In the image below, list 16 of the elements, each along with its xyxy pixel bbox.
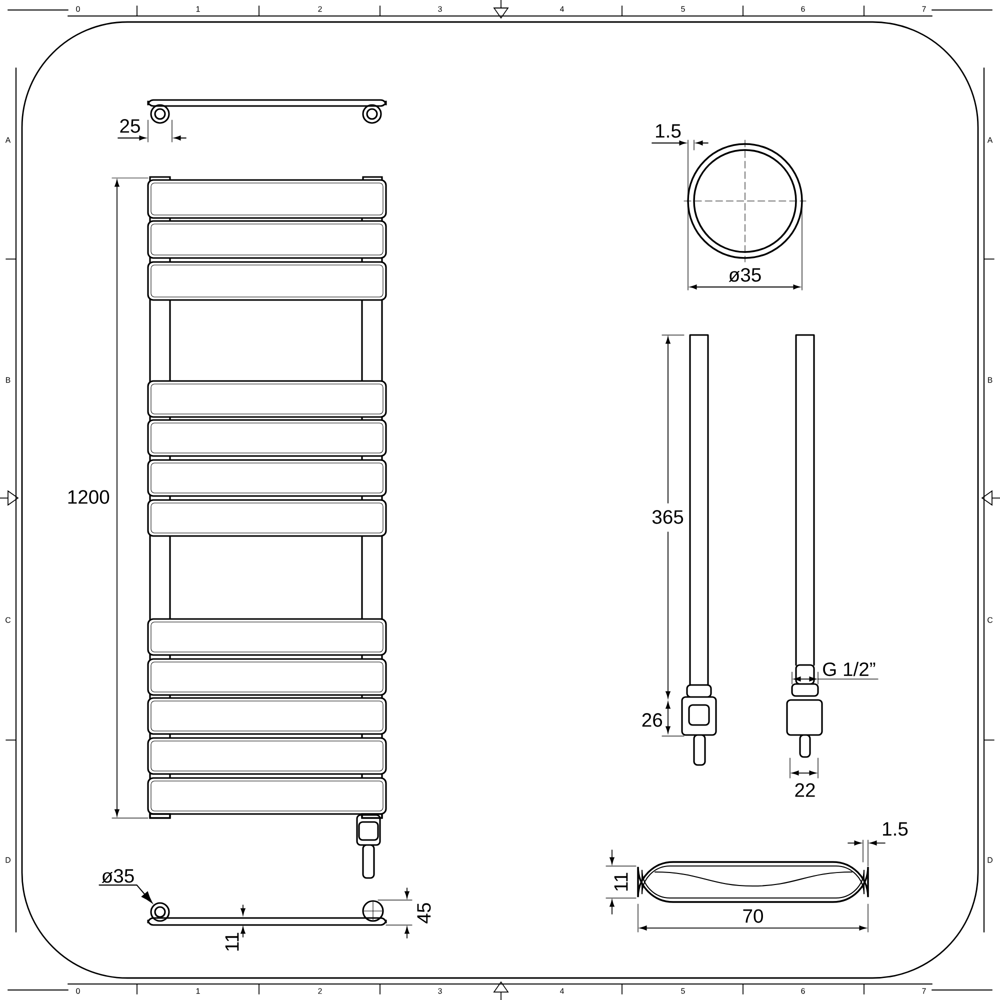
pipe-end-circle <box>150 902 170 922</box>
dimension-label: 45 <box>417 903 431 924</box>
dimension-label: 365 <box>652 510 684 524</box>
dimension-label: ø35 <box>102 869 134 883</box>
dimension-label: 1200 <box>68 490 110 504</box>
dimension-label: 26 <box>642 713 662 727</box>
dimension-label: 70 <box>743 909 763 923</box>
dimension-label: 1.5 <box>656 124 681 138</box>
dimension-label: 11 <box>225 932 239 951</box>
leader-line <box>98 884 152 904</box>
dimension-label: ø35 <box>728 268 761 282</box>
dimension-label: G 1/2” <box>823 662 876 676</box>
dimension-label: 1.5 <box>883 822 908 836</box>
dimension-label: 11 <box>614 872 628 891</box>
dimension-label: 25 <box>120 119 140 133</box>
dimension-label: 22 <box>795 783 815 797</box>
